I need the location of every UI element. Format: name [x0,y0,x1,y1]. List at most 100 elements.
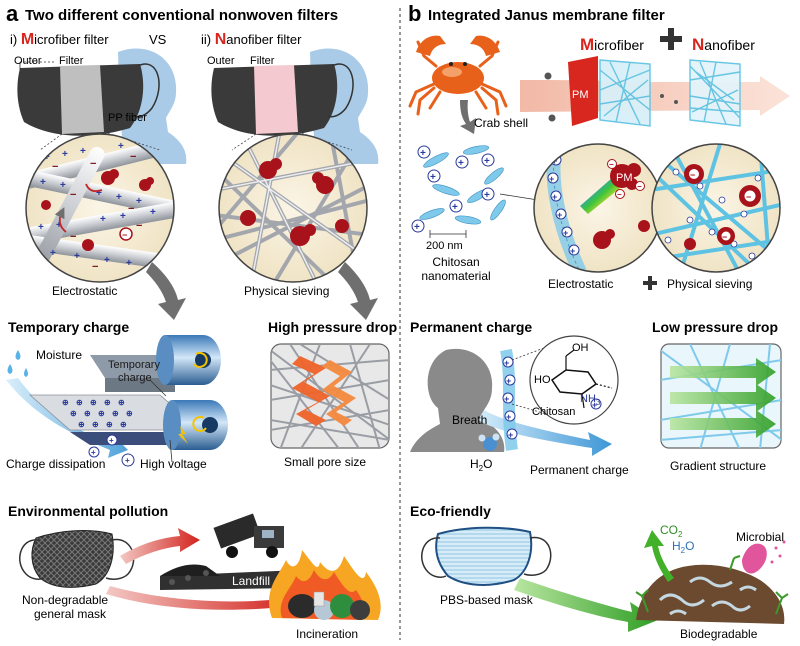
svg-text:+: + [508,430,513,440]
svg-text:⊕: ⊕ [70,409,77,418]
svg-text:+: + [549,174,554,184]
svg-text:+: + [109,436,114,445]
svg-text:−: − [92,261,98,273]
svg-text:+: + [50,248,56,259]
moisture-label: Moisture [36,348,82,362]
h2o-eco-label: H2O [672,539,694,555]
svg-text:−: − [722,232,727,242]
non-degradable-mask [19,530,135,588]
panel-a-title: Two different conventional nonwoven filt… [25,7,338,24]
pbs-mask [421,526,552,586]
svg-text:⊕: ⊕ [92,420,99,429]
panel-a-letter: a [6,1,19,26]
svg-text:+: + [552,192,557,202]
svg-text:−: − [128,203,134,215]
nh3-label: NH3 [580,393,601,407]
nanofiber-header: Nanofiber [692,35,755,54]
mask-ii-filter-layer [254,65,298,134]
svg-text:+: + [104,255,110,266]
moisture-arrow [6,378,128,458]
ho-label: HO [534,374,551,386]
permanent-charge-heading: Permanent charge [410,319,532,335]
svg-text:+: + [414,222,420,233]
svg-text:+: + [40,177,46,188]
svg-text:⊕: ⊕ [112,409,119,418]
microbial-icon [742,540,786,574]
svg-text:+: + [74,251,80,262]
svg-text:+: + [592,400,597,410]
crab-shell-label: Crab shell [474,116,528,130]
panel-b-letter: b [408,1,421,26]
svg-text:+: + [570,246,575,256]
high-voltage-label: High voltage [140,457,207,471]
svg-text:+: + [91,448,96,457]
svg-text:+: + [484,156,490,167]
pp-fiber-label: PP fiber [108,112,147,124]
svg-text:+: + [126,258,132,269]
charging-apparatus: ⊕⊕⊕⊕⊕ ⊕⊕⊕⊕⊕ ⊕⊕⊕⊕ +++ [28,335,228,467]
svg-text:−: − [130,151,136,163]
svg-text:+: + [44,152,50,163]
svg-text:+: + [96,188,102,199]
lightning-icon [178,426,188,444]
eco-friendly-heading: Eco-friendly [410,503,491,519]
landfill-truck [160,513,300,590]
svg-text:+: + [100,214,106,225]
svg-text:+: + [420,148,426,159]
svg-text:−: − [90,158,96,170]
landfill-label: Landfill [232,574,270,588]
svg-text:+: + [504,394,509,404]
sieving-zoom-circle: −−− [651,143,781,273]
physical-sieving-label-a: Physical sieving [244,284,329,298]
physical-sieving-label-b: Physical sieving [667,277,752,291]
chitosan-molecule-circle: + [529,335,619,425]
svg-text:+: + [62,149,68,160]
mask-ii-filter: Filter [250,55,275,67]
filter-i-label: i) Microfiber filter [10,31,109,48]
temporary-charge-heading: Temporary charge [8,319,129,335]
panel-b-title: Integrated Janus membrane filter [428,7,665,24]
svg-text:⊕: ⊕ [120,420,127,429]
incineration-fire [269,550,381,620]
chitosan-fiber-strand: +++++ [500,341,561,451]
svg-text:+: + [136,196,142,207]
svg-text:+: + [504,358,509,368]
zigzag-airflow-arrows [292,356,356,426]
gray-arrow-ii [338,262,378,320]
water-molecule [478,433,500,451]
high-pressure-drop-heading: High pressure drop [268,319,397,335]
panel-b: b Integrated Janus membrane filter Crab … [408,1,790,641]
moisture-drops [7,350,28,377]
red-arrow-landfill [120,528,200,564]
pm-label-circle: PM [616,172,633,184]
nanofiber-zoom-circle [218,133,368,283]
scale-bar-label: 200 nm [426,240,463,252]
filter-ii-label: ii) Nanofiber filter [201,31,302,48]
gradient-structure-label: Gradient structure [670,459,766,473]
small-pore-size-label: Small pore size [284,455,366,469]
pm-label-block: PM [572,89,589,101]
green-arrow-biodegrade [514,578,658,632]
gray-arrow-i [146,262,186,320]
svg-text:+: + [116,192,122,203]
svg-text:−: − [70,231,76,243]
plus-icon-mid [643,276,657,290]
soil-mound [635,555,789,624]
svg-text:⊕: ⊕ [90,398,97,407]
svg-text:+: + [150,207,156,218]
svg-text:−: − [690,170,695,180]
svg-text:+: + [38,222,44,233]
small-pore-box [270,343,390,449]
svg-text:−: − [637,182,642,191]
svg-text:⊕: ⊕ [98,409,105,418]
crab-arrow [460,100,476,134]
mask-i-filter: Filter [59,55,84,67]
svg-text:+: + [506,412,511,422]
svg-text:−: − [609,160,614,169]
low-pressure-drop-heading: Low pressure drop [652,319,778,335]
mask-ii-outer: Outer [207,55,235,67]
co2-label: CO2 [660,523,683,539]
